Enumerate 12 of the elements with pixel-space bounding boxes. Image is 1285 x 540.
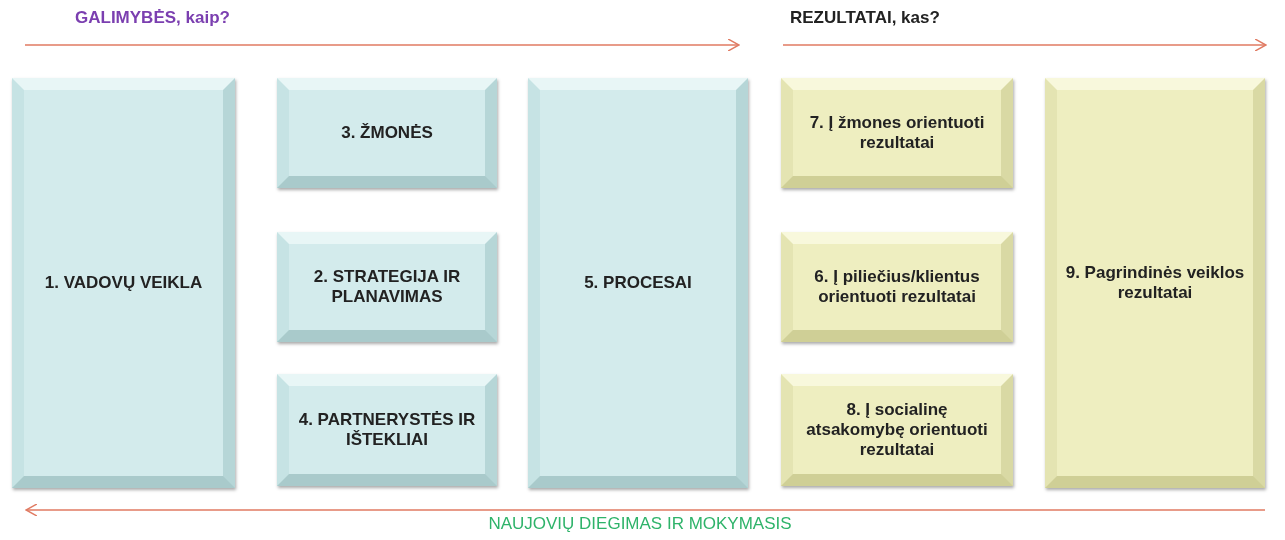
category-box: 2. STRATEGIJA IR PLANAVIMAS — [277, 232, 497, 342]
category-box: 6. Į piliečius/klientus orientuoti rezultatai — [781, 232, 1013, 342]
section-heading: GALIMYBĖS, kaip? — [75, 8, 230, 28]
category-box: 3. ŽMONĖS — [277, 78, 497, 188]
category-box: 8. Į socialinę atsakomybę orientuoti rezultatai — [781, 374, 1013, 486]
category-box: 1. VADOVŲ VEIKLA — [12, 78, 235, 488]
section-heading: NAUJOVIŲ DIEGIMAS IR MOKYMASIS — [488, 514, 792, 534]
category-box: 9. Pagrindinės veiklos rezultatai — [1045, 78, 1265, 488]
category-box: 4. PARTNERYSTĖS IR IŠTEKLIAI — [277, 374, 497, 486]
category-box: 5. PROCESAI — [528, 78, 748, 488]
category-box: 7. Į žmones orientuoti rezultatai — [781, 78, 1013, 188]
section-heading: REZULTATAI, kas? — [790, 8, 940, 28]
